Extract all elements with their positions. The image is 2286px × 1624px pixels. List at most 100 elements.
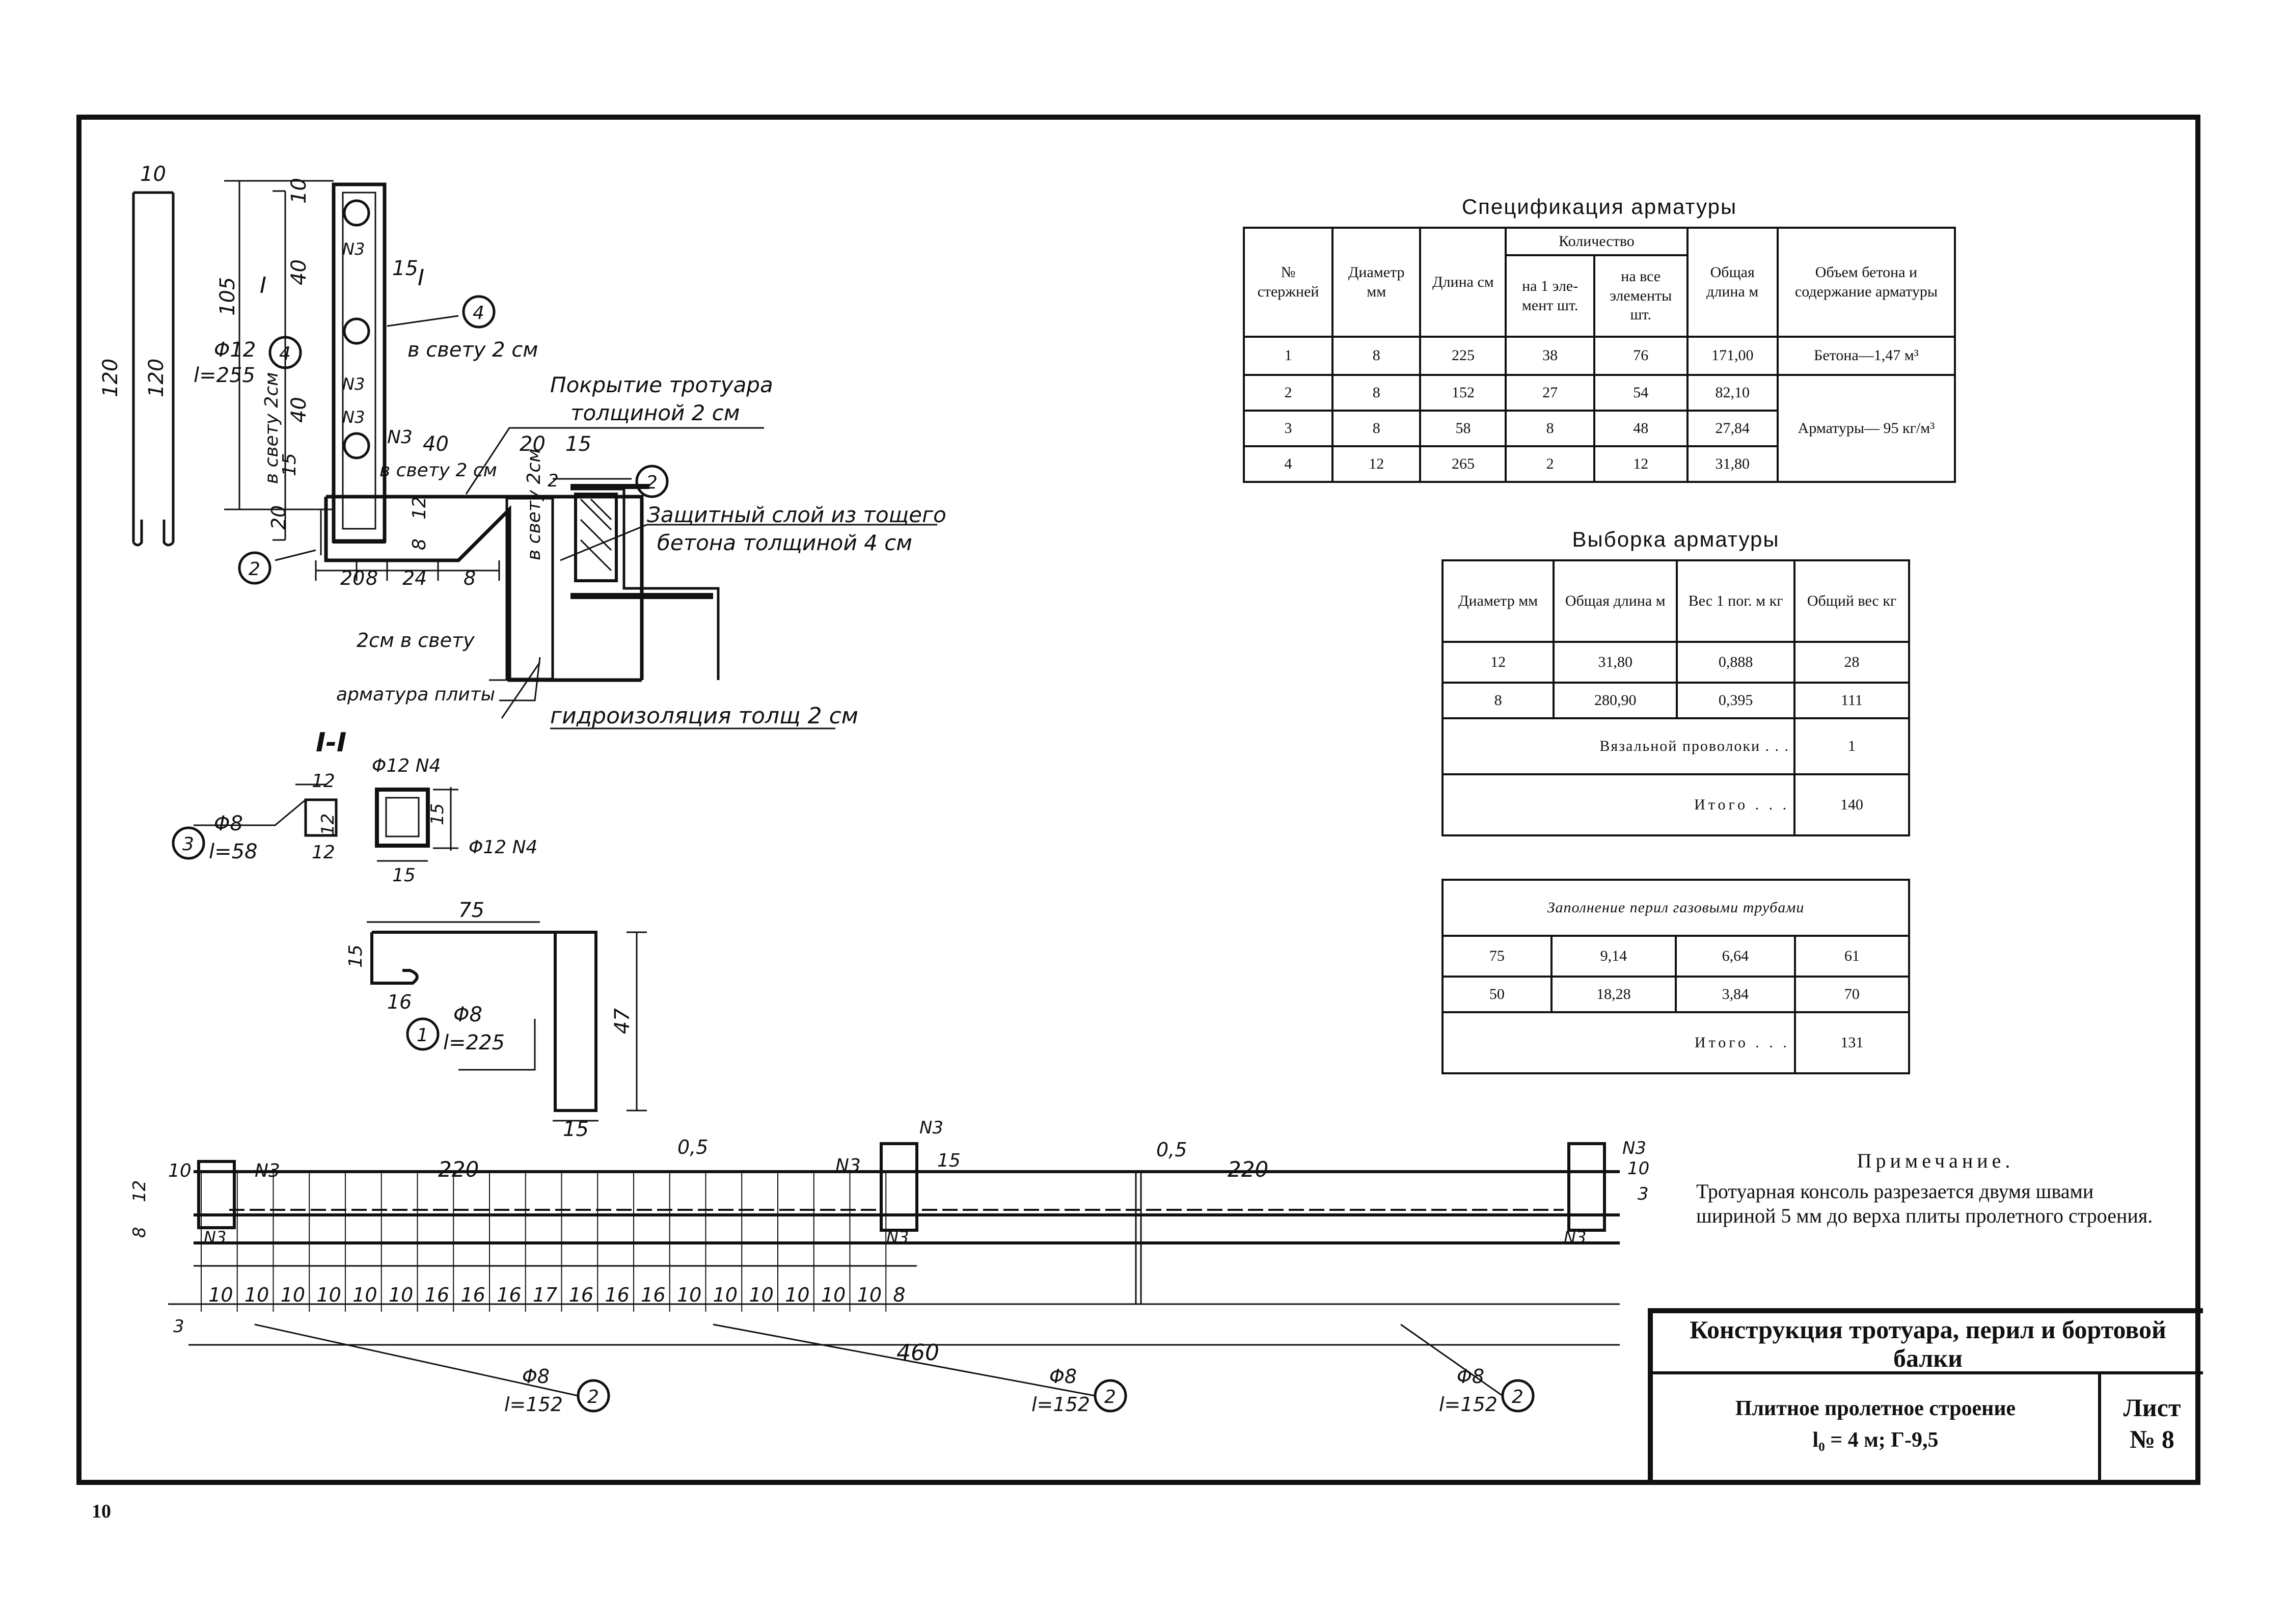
spec-cell: 82,10 (1686, 373, 1779, 412)
label-l225: l=225 (443, 1031, 505, 1054)
n3-label-b: N3 (342, 374, 365, 394)
spacing-dim: 10 (785, 1284, 809, 1306)
pipes-cell: 9,14 (1550, 935, 1677, 978)
spec-h-qty: Количество (1505, 227, 1689, 256)
spec-cell: 8 (1331, 409, 1422, 447)
dim-8: 8 (409, 538, 430, 550)
elev-n3-e: N3 (204, 1228, 226, 1247)
note-vsvetu-4: в свету 2см (524, 449, 545, 560)
label-phi12-n4-right: Φ12 N4 (469, 837, 537, 858)
dim-10b: 10 (287, 178, 311, 204)
spec-cell: 171,00 (1686, 335, 1779, 376)
n3-label-c: N3 (342, 408, 365, 427)
label-l58: l=58 (209, 840, 258, 863)
dim-10: 10 (140, 163, 166, 186)
section-mark-left: I (260, 273, 266, 299)
spacing-dim: 10 (352, 1284, 377, 1306)
pipes-cell: 61 (1793, 935, 1911, 978)
label-l255: l=255 (194, 364, 255, 387)
elev-dim-220b: 220 (1228, 1157, 1268, 1182)
sec-dim-12b: 12 (318, 814, 338, 835)
callout-gidro: гидроизоляция толщ 2 см (550, 703, 858, 729)
spec-cell: 152 (1419, 373, 1507, 412)
elev-dim-12: 12 (129, 1180, 150, 1202)
elev-dim-3b: 3 (173, 1316, 184, 1337)
spec-cell: 58 (1419, 409, 1507, 447)
spacing-dim: 10 (749, 1284, 773, 1306)
callout-armplity: арматура плиты (336, 684, 495, 705)
title-main: Конструкция тротуара, перил и бортовой б… (1653, 1313, 2203, 1374)
callout-zash-2: бетона толщиной 4 см (657, 530, 912, 555)
label-l152-b: l=152 (1031, 1393, 1090, 1416)
label-phi12: Φ12 (214, 338, 256, 362)
callout-zash-1: Защитный слой из тощего (647, 502, 946, 527)
marker-2b: 2 (249, 559, 260, 580)
spec-cell: 27 (1505, 373, 1595, 412)
sheet-value: № 8 (2130, 1425, 2174, 1453)
spec-cell: 225 (1419, 335, 1507, 376)
spec-cell: 12 (1593, 445, 1689, 483)
drawing-frame (76, 115, 2200, 1485)
elev-n3-f: N3 (886, 1228, 909, 1247)
elev-n3-a: N3 (255, 1160, 280, 1181)
note-block: Примечание. Тротуарная консоль разрезает… (1696, 1149, 2175, 1228)
select-cell: 8 (1441, 682, 1555, 719)
spacing-dim: 16 (605, 1284, 629, 1306)
sheet-label: Лист (2123, 1393, 2181, 1422)
label-phi8-c: Φ8 (522, 1365, 550, 1388)
elev-dim-3: 3 (1638, 1184, 1649, 1204)
callout-pokrytie-1: Покрытие тротуара (550, 372, 773, 397)
sec-dim-12a: 12 (312, 771, 335, 792)
select-title: Выборка арматуры (1572, 527, 1780, 551)
spec-cell: 2 (1505, 445, 1595, 483)
section-title: I-I (316, 727, 346, 758)
spec-cell: 31,80 (1686, 445, 1779, 483)
spec-cell: 265 (1419, 445, 1507, 483)
label-phi8-b: Φ8 (453, 1003, 482, 1026)
spacing-dim: 16 (569, 1284, 593, 1306)
note-vsvetu-1: в свету 2 см (407, 338, 538, 362)
elev-dim-460: 460 (896, 1340, 939, 1366)
pipes-total-label: Итого . . . (1441, 1011, 1796, 1074)
spacing-dim: 10 (857, 1284, 882, 1306)
pipes-cell: 70 (1793, 976, 1911, 1013)
pipes-cell: 6,64 (1674, 935, 1796, 978)
select-cell: 0,888 (1676, 641, 1796, 684)
spec-cell: 54 (1593, 373, 1689, 412)
spec-table: № стержней Диаметр мм Длина см Количеств… (1242, 227, 1956, 483)
spacing-dim: 10 (244, 1284, 269, 1306)
spec-cell: 12 (1331, 445, 1422, 483)
spacing-dim: 10 (281, 1284, 305, 1306)
spacing-dim: 16 (497, 1284, 521, 1306)
marker-2-right: 2 (646, 472, 658, 493)
elev-dim-10: 10 (168, 1160, 192, 1181)
title-sub-1: Плитное пролетное строение (1735, 1397, 2016, 1420)
label-phi8-d: Φ8 (1049, 1365, 1077, 1388)
select-h-wt: Общий вес кг (1793, 559, 1910, 643)
spec-h-qtyall: на все элементы шт. (1593, 254, 1689, 338)
select-cell: 12 (1441, 641, 1555, 684)
elev-n3-d: N3 (1622, 1138, 1646, 1158)
elev-n3-b: N3 (835, 1155, 861, 1176)
elev-dim-220a: 220 (438, 1157, 479, 1182)
sec-dim-12c: 12 (312, 842, 335, 863)
bar1-dim-47: 47 (611, 1008, 634, 1034)
spec-cell: 8 (1331, 373, 1422, 412)
spec-h-diam: Диаметр мм (1331, 227, 1422, 338)
marker-3: 3 (182, 834, 194, 855)
spec-cell: 8 (1505, 409, 1595, 447)
elev-dim-05a: 0,5 (677, 1136, 708, 1158)
dim-8b: 8 (366, 567, 378, 589)
label-l152-a: l=152 (504, 1393, 563, 1416)
select-h-len: Общая длина м (1553, 559, 1678, 643)
pipes-title: Заполнение перил газовыми трубами (1441, 879, 1910, 937)
select-h-diam: Диаметр мм (1441, 559, 1555, 643)
spacing-dim: 10 (677, 1284, 701, 1306)
spec-cell: 3 (1242, 409, 1334, 447)
spacing-dim: 10 (821, 1284, 846, 1306)
n3-label-d: N3 (387, 427, 413, 448)
note-2cm-svetu: 2см в свету (357, 629, 475, 652)
spacing-dim: 10 (316, 1284, 341, 1306)
elev-dim-05b: 0,5 (1156, 1139, 1187, 1161)
